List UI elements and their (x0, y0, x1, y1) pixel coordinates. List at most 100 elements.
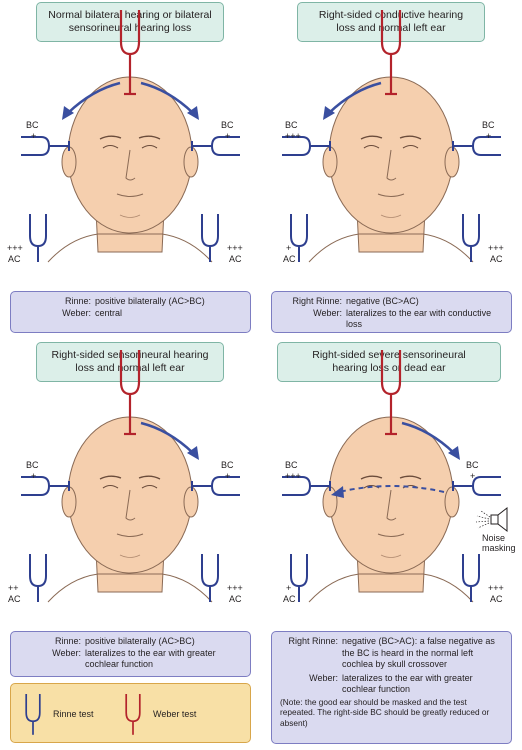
weber-key: Weber: (52, 647, 81, 658)
arrow-right-head (448, 446, 460, 460)
weber-result: lateralizes to the ear with greater coch… (342, 672, 473, 695)
skull-crossover-arrow-head (331, 486, 344, 498)
legend-weber-label: Weber test (153, 709, 197, 719)
rinne-result: positive bilaterally (AC>BC) (85, 636, 195, 646)
weber-tuning-fork (380, 350, 402, 436)
weber-key: Weber: (313, 307, 342, 318)
ac-label-right: AC (229, 254, 242, 264)
masking-note: (Note: the good ear should be masked and… (280, 696, 490, 728)
legend-icons (25, 694, 141, 735)
weber-tuning-fork (380, 10, 402, 96)
bc-fork-left (21, 136, 70, 156)
arrow-left (328, 81, 382, 114)
weber-key: Weber: (62, 307, 91, 318)
bc-level-left: + (31, 471, 37, 481)
ac-level-right: +++ (227, 583, 243, 593)
ac-fork-left (29, 214, 47, 262)
ac-level-left: +++ (7, 243, 23, 253)
ac-label-left: AC (8, 254, 21, 264)
weber-key: Weber: (309, 672, 338, 683)
panel-dead-ear: Right-sided severe sensorineural hearing… (261, 340, 522, 744)
bc-level-left: +++ (285, 471, 301, 481)
panel-illustration (282, 10, 501, 263)
bc-level-right: + (225, 471, 231, 481)
bc-level-right: + (470, 471, 476, 481)
result-box: Rinne: positive bilaterally (AC>BC) Weber… (10, 291, 251, 333)
bc-fork-left (282, 476, 331, 496)
panel-title: Normal bilateral hearing or bilateral se… (36, 2, 224, 42)
ac-level-right: +++ (488, 583, 504, 593)
arrow-left-head (323, 106, 335, 120)
bc-level-left: + (31, 131, 37, 141)
bc-fork-right (452, 136, 501, 156)
rinne-key: Right Rinne: (292, 296, 342, 306)
panel-right-sensorineural: Right-sided sensorineural hearing loss a… (0, 340, 261, 715)
weber-result: central (95, 307, 123, 318)
bc-level-right: + (225, 131, 231, 141)
weber-tuning-fork (119, 10, 141, 96)
bc-label-left: BC (26, 460, 39, 470)
panel-normal-hearing: Normal bilateral hearing or bilateral se… (0, 0, 261, 375)
ac-fork-left (290, 214, 308, 262)
bc-label-right: BC (466, 460, 479, 470)
bc-label-left: BC (285, 120, 298, 130)
arrow-right (140, 421, 194, 454)
rinne-key: Rinne: (64, 296, 91, 306)
panel-title: Right-sided severe sensorineural hearing… (277, 342, 501, 382)
rinne-fork-icon (25, 694, 41, 735)
result-box: Rinne:positive bilaterally (AC>BC) Weber… (10, 631, 251, 677)
ac-label-right: AC (490, 254, 503, 264)
legend-rinne-label: Rinne test (53, 709, 94, 719)
bc-label-right: BC (482, 120, 495, 130)
rinne-key: Right Rinne: (288, 636, 338, 646)
panel-right-conductive: Right-sided conductive hearing loss and … (261, 0, 522, 375)
bc-fork-left (282, 136, 331, 156)
rinne-result: negative (BC>AC) (346, 296, 419, 306)
result-box: Right Rinne:negative (BC>AC): a false ne… (271, 631, 512, 744)
ac-fork-right (201, 554, 219, 602)
legend: Rinne test Weber test (10, 683, 251, 743)
head (308, 416, 474, 603)
ac-fork-left (29, 554, 47, 602)
ac-fork-right (201, 214, 219, 262)
bc-level-right: + (486, 131, 492, 141)
bc-label-right: BC (221, 460, 234, 470)
rinne-result: positive bilaterally (AC>BC) (95, 296, 205, 306)
arrow-right-head (187, 106, 199, 120)
panel-title: Right-sided conductive hearing loss and … (297, 2, 485, 42)
bc-label-right: BC (221, 120, 234, 130)
panel-illustration (21, 350, 240, 603)
ac-label-right: AC (490, 594, 503, 604)
bc-fork-right (191, 136, 240, 156)
ac-label-left: AC (8, 594, 21, 604)
skull-crossover-arrow (338, 485, 445, 493)
ac-level-left: + (286, 583, 292, 593)
ac-fork-right (462, 214, 480, 262)
bc-fork-left (21, 476, 70, 496)
weber-fork-icon (125, 694, 141, 735)
panel-illustration (21, 10, 240, 263)
ac-level-right: +++ (227, 243, 243, 253)
ac-level-left: + (286, 243, 292, 253)
weber-result: lateralizes to the ear with conductive l… (346, 307, 492, 330)
ac-level-left: ++ (8, 583, 19, 593)
bc-fork-right (452, 476, 501, 496)
ac-label-left: AC (283, 254, 296, 264)
arrow-left (67, 81, 121, 114)
ac-fork-left (290, 554, 308, 602)
bc-label-left: BC (285, 460, 298, 470)
bc-fork-right (191, 476, 240, 496)
result-box: Right Rinne: negative (BC>AC) Weber: later… (271, 291, 512, 333)
speaker-icon (475, 506, 508, 533)
bc-label-left: BC (26, 120, 39, 130)
ac-fork-right (462, 554, 480, 602)
ac-level-right: +++ (488, 243, 504, 253)
head (308, 76, 474, 263)
head (47, 416, 213, 603)
noise-masking-label: Noise masking (482, 533, 516, 553)
weber-result: lateralizes to the ear with greater coch… (85, 647, 216, 670)
arrow-right-head (187, 446, 199, 460)
arrow-right (140, 81, 194, 114)
ac-label-right: AC (229, 594, 242, 604)
ac-label-left: AC (283, 594, 296, 604)
